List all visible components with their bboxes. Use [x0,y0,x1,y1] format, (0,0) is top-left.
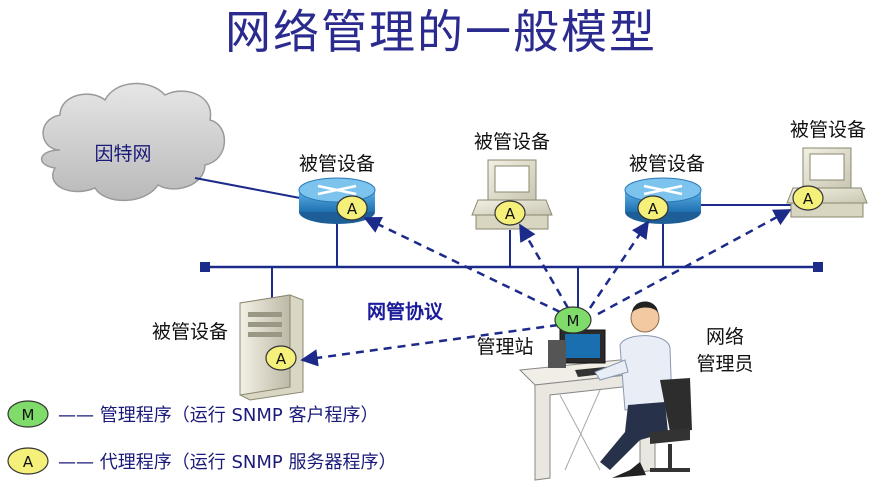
svg-text:M: M [22,406,35,424]
pc-2-label: 被管设备 [790,119,866,141]
internet-cloud-icon [41,82,226,202]
svg-text:M: M [567,312,580,330]
management-computer-icon [548,329,620,377]
legend-agent-text: —— 代理程序（运行 SNMP 服务器程序） [58,452,396,473]
svg-text:A: A [347,200,358,218]
svg-text:A: A [276,350,287,368]
svg-text:A: A [23,453,34,471]
agent-badge-pc-2: A [792,185,824,211]
management-arrows [300,208,792,367]
backbone-end-right [813,262,823,272]
administrator-icon [594,301,692,478]
manager-badge: M [554,306,592,334]
server-label: 被管设备 [152,321,228,343]
protocol-label: 网管协议 [367,300,444,323]
admin-label-line2: 管理员 [696,353,753,375]
agent-badge-pc-1: A [494,200,526,226]
computer-icon [786,147,868,218]
svg-text:A: A [648,200,659,218]
backbone-end-left [200,262,210,272]
legend-manager-text: —— 管理程序（运行 SNMP 客户程序） [58,405,378,426]
server-icon [239,294,304,401]
legend-agent: A —— 代理程序（运行 SNMP 服务器程序） [7,447,396,475]
agent-badge-router-1: A [336,195,368,221]
internet-link [194,177,301,199]
arrow-to-server [300,323,559,367]
agent-badge-server: A [265,345,297,371]
router-2-label: 被管设备 [629,153,705,175]
arrow-to-pc-1 [518,223,570,309]
arrow-to-pc-2 [597,208,792,316]
internet-label: 因特网 [94,143,151,165]
admin-label-line1: 网络 [706,326,744,348]
pc-1-label: 被管设备 [474,131,550,153]
arrow-to-router-2 [588,220,650,309]
agent-badge-router-2: A [637,195,669,221]
legend-manager: M —— 管理程序（运行 SNMP 客户程序） [7,400,378,428]
router-1-label: 被管设备 [299,153,375,175]
svg-text:A: A [505,205,516,223]
svg-text:A: A [803,190,814,208]
page-title: 网络管理的一般模型 [225,5,657,59]
station-label: 管理站 [476,336,533,358]
arrow-to-router-1 [363,216,561,314]
